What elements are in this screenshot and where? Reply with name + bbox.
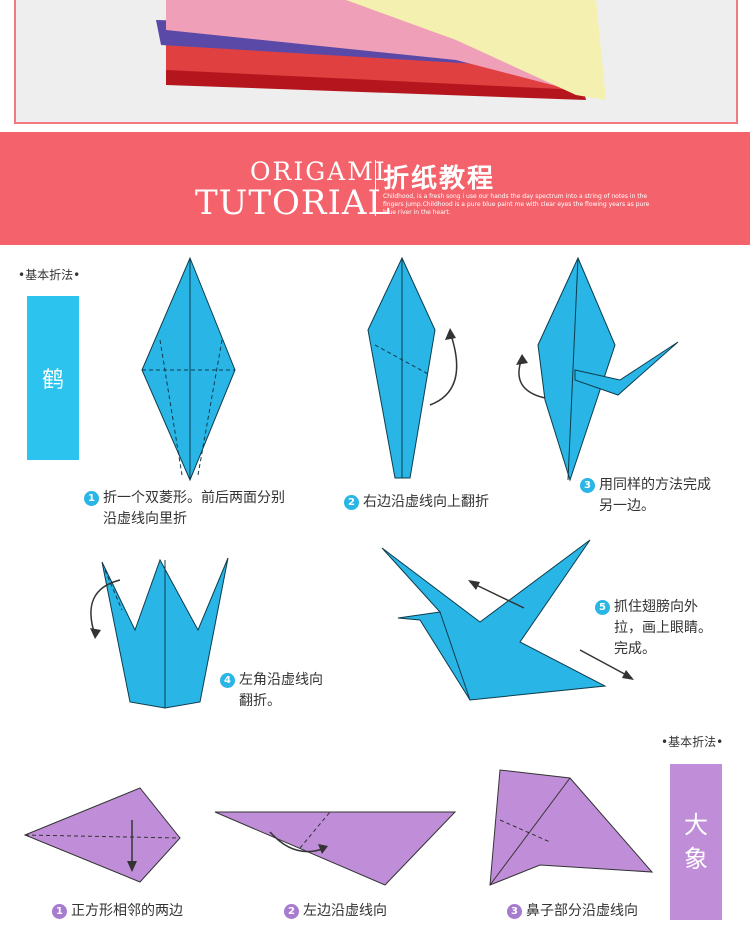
elephant-step-1: 1 正方形相邻的两边 bbox=[52, 901, 183, 922]
step-text: 用同样的方法完成 bbox=[599, 477, 711, 493]
step-text: 拉，画上眼睛。 bbox=[614, 620, 712, 636]
elephant-step-2: 2 左边沿虚线向 bbox=[284, 901, 387, 922]
crane-step5-diagram bbox=[381, 539, 634, 701]
crane-step2-diagram bbox=[367, 256, 458, 479]
banner-title-en-1: ORIGAMI bbox=[250, 157, 387, 186]
step-text: 正方形相邻的两边 bbox=[71, 903, 183, 919]
crane-step-1: 1 折一个双菱形。前后两面分别 沿虚线向里折 bbox=[84, 488, 285, 530]
step-text: 折一个双菱形。前后两面分别 bbox=[103, 490, 285, 506]
step-number: 1 bbox=[84, 491, 99, 506]
elephant-diagrams bbox=[23, 769, 654, 886]
step-text: 右边沿虚线向上翻折 bbox=[363, 494, 489, 510]
basic-folds-label: •基本折法• bbox=[661, 735, 724, 749]
step-text: 左角沿虚线向 bbox=[239, 672, 323, 688]
crane-tag-text: 鹤 bbox=[41, 368, 64, 393]
elephant-tag-text-2: 象 bbox=[684, 845, 708, 873]
step-number: 5 bbox=[595, 600, 610, 615]
banner-blurb: Childhood, is a fresh song i use our han… bbox=[383, 193, 650, 216]
step-number: 3 bbox=[507, 904, 522, 919]
banner-divider bbox=[375, 160, 376, 216]
elephant-step2-diagram bbox=[214, 811, 457, 886]
elephant-tag: 大 象 bbox=[670, 764, 722, 920]
crane-tag: 鹤 bbox=[27, 296, 79, 460]
step-number: 1 bbox=[52, 904, 67, 919]
step-text: 沿虚线向里折 bbox=[103, 511, 187, 527]
step-text: 鼻子部分沿虚线向 bbox=[526, 903, 638, 919]
step-text: 抓住翅膀向外 bbox=[614, 599, 698, 615]
crane-step-4: 4 左角沿虚线向 翻折。 bbox=[220, 670, 323, 712]
step-text: 翻折。 bbox=[239, 693, 281, 709]
crane-step-3: 3 用同样的方法完成 另一边。 bbox=[580, 475, 711, 517]
step-text: 完成。 bbox=[614, 641, 656, 657]
step-number: 3 bbox=[580, 478, 595, 493]
crane-diagrams bbox=[90, 256, 679, 709]
crane-step-5: 5 抓住翅膀向外 拉，画上眼睛。 完成。 bbox=[595, 597, 712, 660]
elephant-step1-diagram bbox=[23, 787, 181, 883]
step-number: 2 bbox=[284, 904, 299, 919]
crane-step-2: 2 右边沿虚线向上翻折 bbox=[344, 492, 489, 513]
elephant-step3-diagram bbox=[489, 769, 654, 886]
crane-step1-diagram bbox=[141, 256, 236, 482]
banner-title-cn: 折纸教程 bbox=[383, 164, 496, 194]
crane-step3-diagram bbox=[516, 256, 679, 482]
step-text: 左边沿虚线向 bbox=[303, 903, 387, 919]
step-number: 4 bbox=[220, 673, 235, 688]
crane-step4-diagram bbox=[90, 557, 229, 709]
elephant-tag-text-1: 大 bbox=[684, 811, 708, 839]
step-text: 另一边。 bbox=[599, 498, 655, 514]
paper-stack-illustration bbox=[156, 0, 606, 100]
step-number: 2 bbox=[344, 495, 359, 510]
paper-stack-photo bbox=[14, 0, 738, 124]
elephant-step-3: 3 鼻子部分沿虚线向 bbox=[507, 901, 638, 922]
basic-folds-label: •基本折法• bbox=[18, 268, 81, 282]
banner-title-en-2: TUTORIAL bbox=[195, 183, 392, 223]
